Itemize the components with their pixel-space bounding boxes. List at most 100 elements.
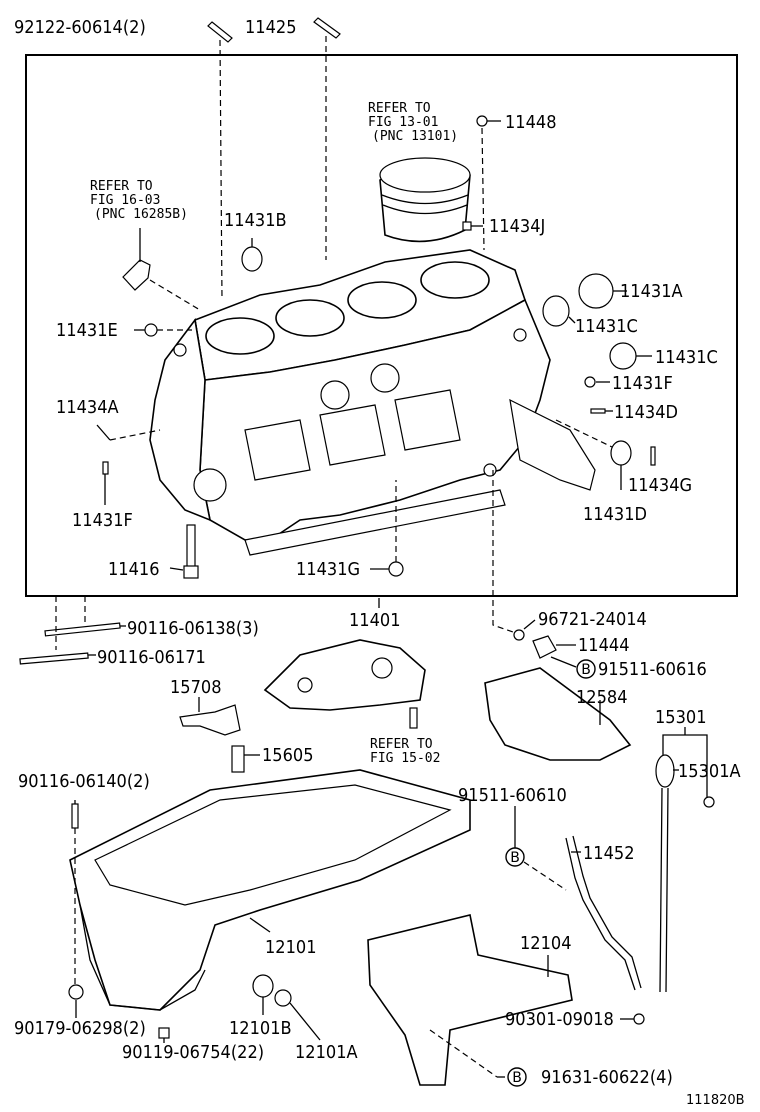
refer-to-fig-15-02: REFER TO FIG 15-02: [370, 737, 440, 766]
b-marker-91511-60610: B: [505, 847, 525, 867]
stud-90116-06140: [71, 803, 79, 829]
sensor-11444-drawing: [532, 635, 557, 659]
label-11431A: 11431A: [620, 281, 683, 302]
figure-id: 111820B: [686, 1093, 745, 1108]
svg-text:B: B: [512, 1070, 522, 1086]
refer-to-fig-16-03: REFER TO FIG 16-03 (PNC 16285B): [90, 179, 188, 222]
oil-jet-drawing: [122, 259, 151, 291]
strainer-15708-drawing: [179, 704, 241, 736]
label-90179-06298: 90179-06298(2): [14, 1018, 146, 1039]
stud-11425: [313, 17, 341, 39]
ref16-line1: REFER TO: [90, 179, 153, 194]
bolt-92122: [207, 21, 233, 43]
label-11431F-2: 11431F: [72, 510, 133, 531]
label-91511-60610: 91511-60610: [458, 785, 567, 806]
label-90116-06140: 90116-06140(2): [18, 771, 150, 792]
label-11444: 11444: [578, 635, 630, 656]
label-11434A: 11434A: [56, 397, 119, 418]
plug-12101A: [274, 989, 292, 1007]
piston-drawing: [379, 157, 471, 243]
cylinder-block-drawing: [149, 249, 596, 556]
pin-11434J: [462, 221, 472, 231]
label-11431G: 11431G: [296, 559, 360, 580]
label-11448: 11448: [505, 112, 557, 133]
ref13-line3: (PNC 13101): [372, 129, 458, 144]
label-12104: 12104: [520, 933, 572, 954]
ref16-line2: FIG 16-03: [90, 193, 160, 208]
label-15605: 15605: [262, 745, 314, 766]
pin-11434G: [650, 446, 656, 466]
label-92122-60614: 92122-60614(2): [14, 17, 146, 38]
svg-text:B: B: [510, 850, 520, 866]
bolt-90116-06138: [44, 622, 121, 637]
plug-11431C-1: [542, 295, 570, 327]
gasket-12101B: [252, 974, 274, 998]
plug-11431E: [144, 323, 158, 337]
pin-11448: [476, 115, 488, 127]
label-91511-60616: 91511-60616: [598, 659, 707, 680]
label-96721-24014: 96721-24014: [538, 609, 647, 630]
label-11416: 11416: [108, 559, 160, 580]
label-15708: 15708: [170, 677, 222, 698]
skid-plate-12104-drawing: [367, 914, 573, 1086]
label-11434G: 11434G: [628, 475, 692, 496]
bolt-11416-drawing: [183, 524, 199, 579]
plug-11431C-2: [609, 342, 637, 370]
plug-11431B: [241, 246, 263, 272]
label-11431D: 11431D: [583, 504, 647, 525]
ref13-line1: REFER TO: [368, 101, 431, 116]
label-11401: 11401: [349, 610, 401, 631]
label-11431C-2: 11431C: [655, 347, 718, 368]
label-11431F-1: 11431F: [612, 373, 673, 394]
b-marker-91631-60622: B: [507, 1067, 527, 1087]
bolt-90119: [158, 1027, 170, 1039]
baffle-12584-drawing: [484, 667, 632, 761]
guide-11452-drawing: [565, 837, 636, 991]
stud-15-02: [409, 707, 418, 729]
refer-to-fig-13-01: REFER TO FIG 13-01 (PNC 13101): [368, 101, 458, 144]
pin-11434D: [590, 408, 606, 414]
ref16-line3: (PNC 16285B): [94, 207, 188, 222]
label-91631-60622: 91631-60622(4): [541, 1067, 673, 1088]
oil-pump-drawing: [263, 639, 426, 711]
label-90116-06138: 90116-06138(3): [127, 618, 259, 639]
guide-11452-drawing-2: [572, 835, 642, 989]
label-11425: 11425: [245, 17, 297, 38]
plug-11431F-1: [584, 376, 596, 388]
ref13-line2: FIG 13-01: [368, 115, 438, 130]
label-12584: 12584: [576, 687, 628, 708]
ref15-line1: REFER TO: [370, 737, 433, 752]
dipstick-15301-drawing: [655, 754, 675, 993]
part-15605-drawing: [231, 745, 245, 773]
label-12101A: 12101A: [295, 1042, 358, 1063]
plug-11431G: [388, 561, 404, 577]
ring-15301A: [703, 796, 715, 808]
oil-pan-drawing: [69, 769, 471, 1011]
svg-text:B: B: [581, 662, 591, 678]
plug-11431D: [610, 440, 632, 466]
label-11452: 11452: [583, 843, 635, 864]
label-15301: 15301: [655, 707, 707, 728]
b-marker-91511-60616: B: [576, 659, 596, 679]
label-11434J: 11434J: [489, 216, 545, 237]
pin-11434A: [102, 461, 109, 475]
label-90301-09018: 90301-09018: [505, 1009, 614, 1030]
plug-90179: [68, 984, 84, 1000]
bolt-90116-06171: [19, 652, 89, 665]
label-90116-06171: 90116-06171: [97, 647, 206, 668]
label-90119-06754: 90119-06754(22): [122, 1042, 264, 1063]
label-15301A: 15301A: [678, 761, 741, 782]
label-12101: 12101: [265, 937, 317, 958]
label-12101B: 12101B: [229, 1018, 292, 1039]
o-ring-90301: [633, 1013, 645, 1025]
block-group-frame: [25, 54, 738, 597]
label-11431C-1: 11431C: [575, 316, 638, 337]
leader-lines: [55, 36, 708, 1078]
label-11434D: 11434D: [614, 402, 678, 423]
ref15-line2: FIG 15-02: [370, 751, 440, 766]
plug-11431A: [578, 273, 614, 309]
label-11431B: 11431B: [224, 210, 287, 231]
gasket-96721: [513, 629, 525, 641]
label-11431E: 11431E: [56, 320, 118, 341]
